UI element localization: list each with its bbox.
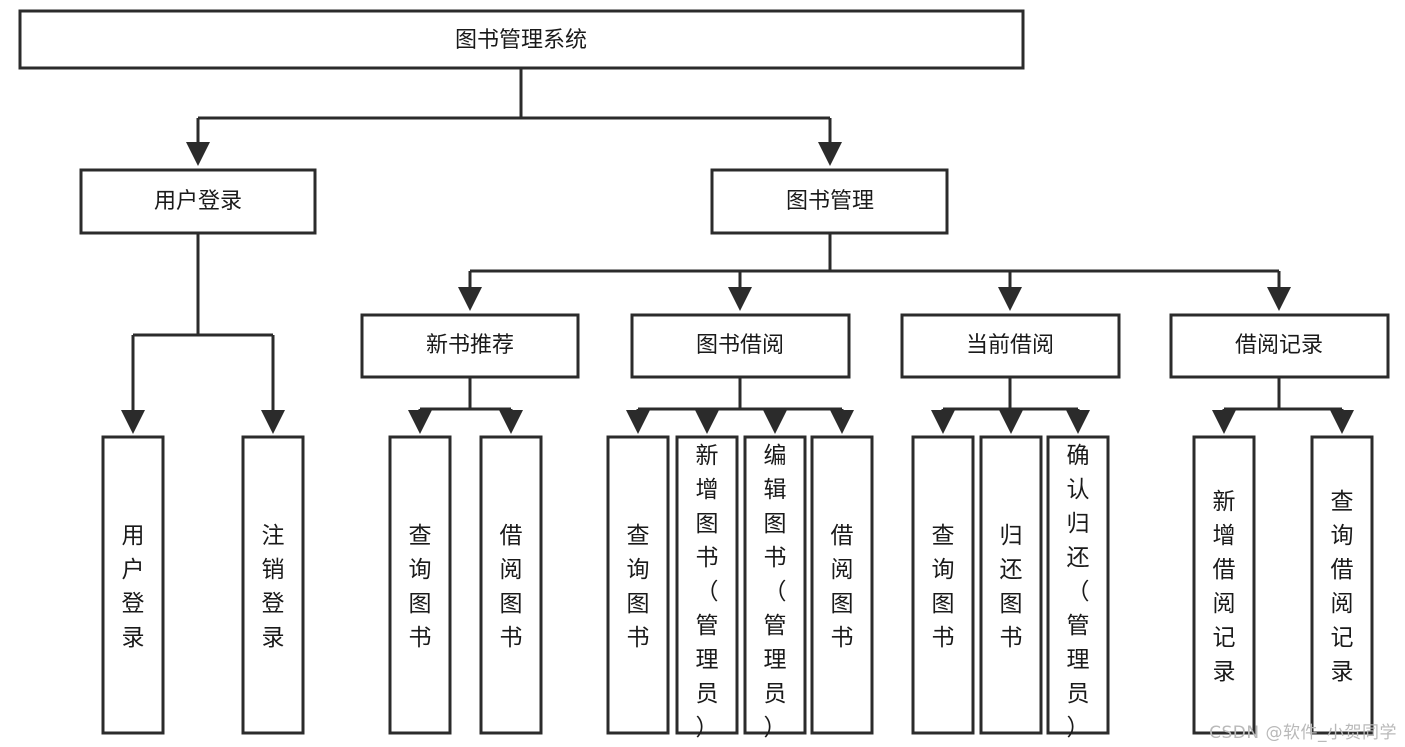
node-borrow-record-box[interactable] <box>1169 313 1390 379</box>
node-current-borrow-box[interactable] <box>900 313 1121 379</box>
leaf-label: 注销登录 <box>262 523 285 651</box>
edges-user-login-to-leaves <box>121 233 285 434</box>
node-book-manage[interactable]: 图书管理 <box>710 168 949 235</box>
edges-root-to-level1 <box>186 68 842 166</box>
edges-current-borrow-to-leaves <box>931 377 1090 434</box>
leaf-box[interactable] <box>979 435 1043 735</box>
edges-new-book-to-leaves <box>408 377 523 434</box>
leaf-label: 查询图书 <box>932 523 955 651</box>
node-book-manage-box[interactable] <box>710 168 949 235</box>
node-book-borrow[interactable]: 图书借阅 <box>630 313 851 379</box>
leaf-box[interactable] <box>388 435 452 735</box>
leaf-box[interactable] <box>241 435 305 735</box>
node-root-label: 图书管理系统 <box>455 28 587 53</box>
node-root[interactable]: 图书管理系统 <box>18 9 1025 70</box>
node-book-borrow-label: 图书借阅 <box>696 333 784 358</box>
watermark: CSDN @软件_小贺同学 <box>1209 723 1397 743</box>
leaf-node[interactable]: 确认归还（管理员） <box>1046 435 1110 741</box>
leaf-box[interactable] <box>479 435 543 735</box>
leaf-box[interactable] <box>101 435 165 735</box>
node-user-login-label: 用户登录 <box>154 189 242 214</box>
leaf-node[interactable]: 归还图书 <box>979 435 1043 735</box>
leaf-node[interactable]: 查询图书 <box>606 435 670 735</box>
leaf-node[interactable]: 新增借阅记录 <box>1192 435 1256 735</box>
leaf-label: 编辑图书（管理员） <box>764 443 787 741</box>
leaf-label: 借阅图书 <box>500 523 523 651</box>
edges-book-borrow-to-leaves <box>626 377 854 434</box>
node-book-borrow-box[interactable] <box>630 313 851 379</box>
leaf-node[interactable]: 查询借阅记录 <box>1310 435 1374 735</box>
node-book-manage-label: 图书管理 <box>786 189 874 214</box>
leaf-box[interactable] <box>911 435 975 735</box>
edges-borrow-record-to-leaves <box>1212 377 1354 434</box>
edges-book-manage-to-level2 <box>458 233 1291 311</box>
leaf-label: 查询借阅记录 <box>1331 489 1354 685</box>
leaf-label: 新增借阅记录 <box>1213 489 1236 685</box>
leaf-node[interactable]: 用户登录 <box>101 435 165 735</box>
leaf-label: 借阅图书 <box>831 523 854 651</box>
leaf-node[interactable]: 查询图书 <box>911 435 975 735</box>
leaf-box[interactable] <box>606 435 670 735</box>
node-new-book-recommend-box[interactable] <box>360 313 580 379</box>
node-user-login-box[interactable] <box>79 168 317 235</box>
leaf-node[interactable]: 新增图书（管理员） <box>675 435 739 741</box>
node-borrow-record[interactable]: 借阅记录 <box>1169 313 1390 379</box>
node-current-borrow[interactable]: 当前借阅 <box>900 313 1121 379</box>
leaf-box[interactable] <box>1310 435 1374 735</box>
node-root-box[interactable] <box>18 9 1025 70</box>
leaf-label: 查询图书 <box>627 523 650 651</box>
leaf-box[interactable] <box>1046 435 1110 735</box>
leaf-node[interactable]: 借阅图书 <box>810 435 874 735</box>
leaf-box[interactable] <box>810 435 874 735</box>
node-borrow-record-label: 借阅记录 <box>1235 333 1323 358</box>
node-new-book-recommend-label: 新书推荐 <box>426 333 514 358</box>
leaf-box[interactable] <box>743 435 807 735</box>
leaf-node[interactable]: 借阅图书 <box>479 435 543 735</box>
node-current-borrow-label: 当前借阅 <box>966 333 1054 358</box>
leaf-node[interactable]: 查询图书 <box>388 435 452 735</box>
leaf-node[interactable]: 注销登录 <box>241 435 305 735</box>
leaf-label: 确认归还（管理员） <box>1067 443 1090 741</box>
leaf-node[interactable]: 编辑图书（管理员） <box>743 435 807 741</box>
leaf-box[interactable] <box>675 435 739 735</box>
node-new-book-recommend[interactable]: 新书推荐 <box>360 313 580 379</box>
leaf-label: 新增图书（管理员） <box>696 443 719 741</box>
leaf-label: 用户登录 <box>122 523 145 651</box>
leaf-label: 归还图书 <box>1000 523 1023 651</box>
leaf-label: 查询图书 <box>409 523 432 651</box>
node-user-login[interactable]: 用户登录 <box>79 168 317 235</box>
leaf-box[interactable] <box>1192 435 1256 735</box>
